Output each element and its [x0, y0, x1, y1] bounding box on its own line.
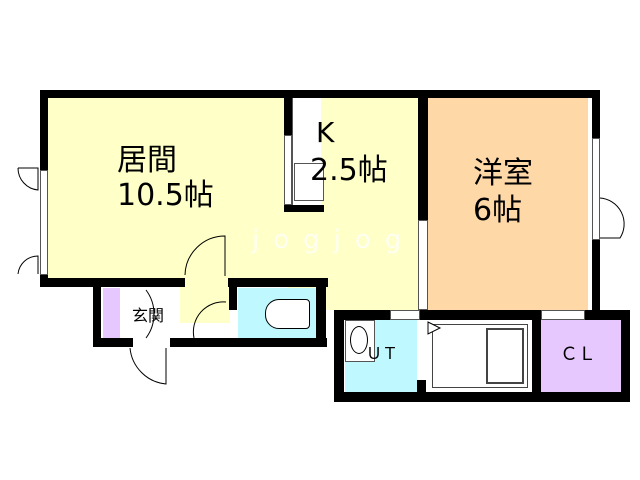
living-room-size: 10.5帖 [117, 178, 214, 213]
kitchen-name: K [316, 116, 335, 149]
wall [170, 338, 327, 347]
wall [592, 90, 600, 138]
wall [418, 90, 428, 220]
entrance-label: 玄関 [132, 306, 165, 325]
living-room [48, 98, 288, 278]
window [390, 310, 420, 320]
shoe-cabinet [103, 288, 120, 338]
wall [284, 205, 324, 212]
utility-label: ＵＴ [366, 344, 399, 363]
bathtub-basin [486, 328, 524, 384]
wall [229, 285, 237, 310]
living-room-name: 居間 [117, 143, 177, 178]
wall [228, 278, 328, 287]
stove [294, 163, 324, 201]
window [40, 170, 48, 275]
wall [334, 310, 630, 320]
window [418, 220, 428, 310]
window [592, 138, 600, 240]
entrance [125, 288, 180, 338]
wall [93, 338, 133, 347]
wall [316, 285, 326, 347]
wall [334, 310, 344, 402]
closet [541, 320, 621, 392]
wall [532, 310, 541, 402]
western-room-size: 6帖 [473, 193, 523, 228]
hallway [180, 278, 230, 323]
western-room-name: 洋室 [473, 156, 533, 191]
closet-label: ＣＬ [560, 344, 596, 365]
toilet-icon [265, 299, 310, 329]
washbasin-bowl-icon [350, 326, 368, 354]
western-room [428, 98, 588, 310]
bathroom [426, 320, 532, 392]
wall [621, 310, 630, 402]
window [284, 135, 292, 205]
bathtub [432, 324, 528, 388]
wall [284, 90, 292, 135]
window [541, 310, 585, 320]
wall [93, 285, 101, 347]
watermark: jogjog [252, 225, 416, 255]
wall [40, 278, 185, 287]
wall [334, 392, 630, 402]
wall [592, 240, 600, 312]
wall [40, 90, 48, 170]
wall [40, 90, 600, 98]
wall [417, 380, 426, 394]
kitchen-size: 2.5帖 [310, 153, 388, 188]
